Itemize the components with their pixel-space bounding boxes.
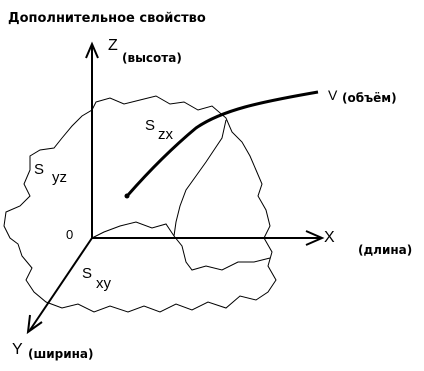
z-axis-caption: (высота) (122, 51, 182, 65)
plane-xy-base: S (82, 265, 93, 282)
boundary-zx-xy (91, 221, 271, 271)
surface-outline (3, 95, 277, 313)
z-axis-letter: Z (108, 37, 118, 54)
curve-letter: V (328, 87, 338, 103)
y-axis-line (29, 237, 93, 331)
plane-yz-subscript: yz (52, 169, 67, 186)
curve-start-dot (124, 193, 130, 199)
z-axis-arrowhead (85, 41, 99, 59)
x-axis-letter: X (324, 229, 335, 246)
curve-caption: (объём) (342, 91, 397, 105)
y-axis-arrowhead (26, 314, 43, 335)
volume-curve (126, 90, 319, 196)
plane-yz-base: S (34, 161, 45, 178)
y-axis-caption: (ширина) (28, 347, 94, 361)
x-axis-caption: (длина) (358, 243, 413, 257)
x-axis-arrowhead (305, 230, 325, 246)
plane-xy-subscript: xy (96, 275, 111, 292)
y-axis-letter: Y (12, 341, 23, 358)
boundary-back (173, 119, 227, 237)
diagram-title: Дополнительное свойство (8, 11, 206, 26)
plane-zx-base: S (145, 117, 156, 134)
plane-zx-subscript: zx (158, 126, 173, 143)
origin-label: 0 (66, 227, 74, 242)
